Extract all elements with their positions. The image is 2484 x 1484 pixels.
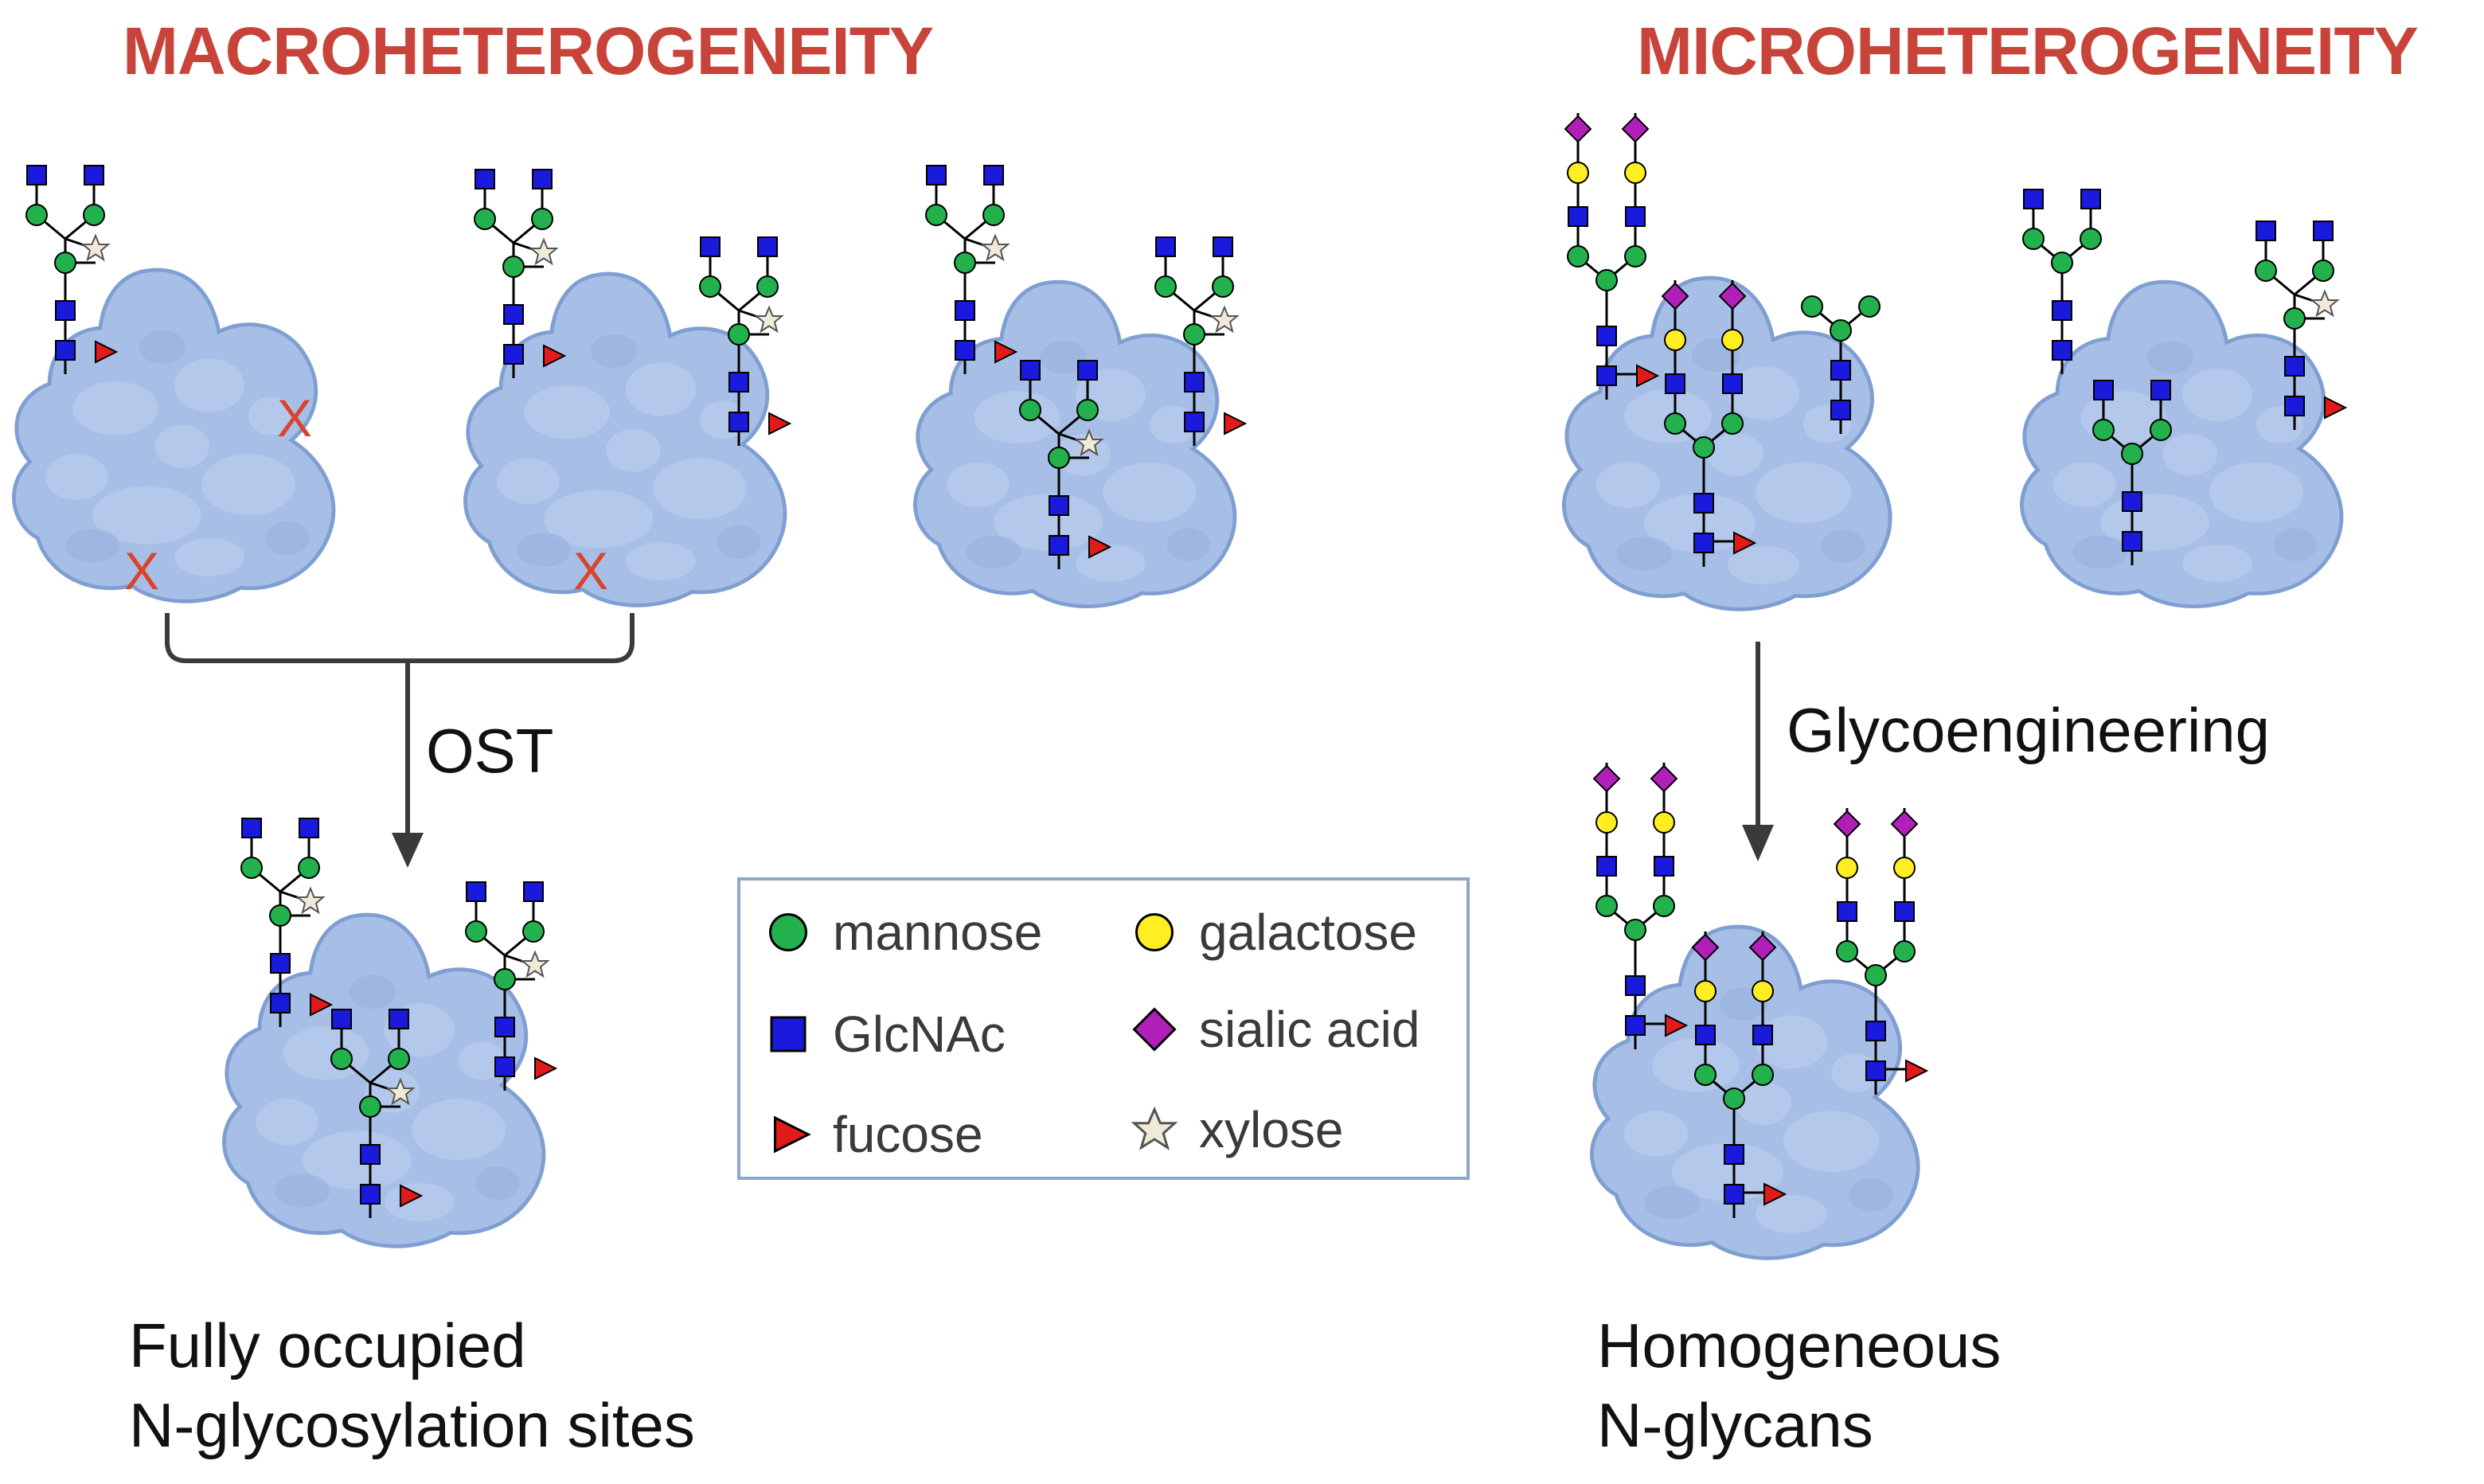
right-caption-line-2: N-glycans <box>1597 1390 1873 1460</box>
red-triangle-icon <box>774 1115 811 1154</box>
right-caption: Homogeneous N-glycans <box>1597 1306 2001 1465</box>
missing-site-marker: X <box>277 389 312 447</box>
purple-diamond-icon <box>1132 1007 1177 1052</box>
legend-label: GlcNAc <box>833 1006 1006 1063</box>
missing-site-marker: X <box>573 541 608 600</box>
blue-square-icon <box>770 1016 807 1052</box>
protein-1: X X <box>14 166 333 601</box>
legend-label: mannose <box>833 904 1043 961</box>
legend-label: fucose <box>833 1106 983 1163</box>
protein-fully-occupied <box>224 818 556 1246</box>
legend-item-glcnac: GlcNAc <box>764 1005 1006 1064</box>
legend-label: sialic acid <box>1199 1001 1420 1058</box>
protein-2: X <box>465 170 790 605</box>
right-caption-line-1: Homogeneous <box>1597 1310 2002 1381</box>
macroheterogeneity-heading: MACROHETEROGENEITY <box>123 14 934 88</box>
left-caption: Fully occupied N-glycosylation sites <box>129 1306 695 1465</box>
ost-label: OST <box>426 716 554 786</box>
legend-item-xylose: xylose <box>1131 1100 1343 1159</box>
legend-item-mannose: mannose <box>764 903 1042 962</box>
ost-arrowhead <box>392 833 424 868</box>
legend-item-fucose: fucose <box>764 1105 983 1164</box>
yellow-circle-icon <box>1135 913 1174 951</box>
missing-site-marker: X <box>124 541 159 600</box>
legend: mannose galactose GlcNAc sialic acid fuc… <box>737 877 1470 1180</box>
beige-star-icon <box>1131 1106 1178 1150</box>
green-circle-icon <box>769 913 807 951</box>
microheterogeneity-heading: MICROHETEROGENEITY <box>1637 14 2419 88</box>
protein-5 <box>2021 189 2345 607</box>
left-caption-line-1: Fully occupied <box>129 1310 526 1381</box>
glycoengineering-arrowhead <box>1742 825 1774 861</box>
protein-3 <box>915 166 1245 607</box>
legend-item-galactose: galactose <box>1131 903 1417 962</box>
protein-4 <box>1564 113 1890 609</box>
legend-item-sialic-acid: sialic acid <box>1131 1000 1420 1059</box>
legend-label: galactose <box>1199 904 1417 961</box>
left-caption-line-2: N-glycosylation sites <box>129 1390 695 1460</box>
legend-label: xylose <box>1199 1101 1344 1158</box>
ost-bracket <box>165 613 635 836</box>
glycoengineering-label: Glycoengineering <box>1787 695 2271 765</box>
